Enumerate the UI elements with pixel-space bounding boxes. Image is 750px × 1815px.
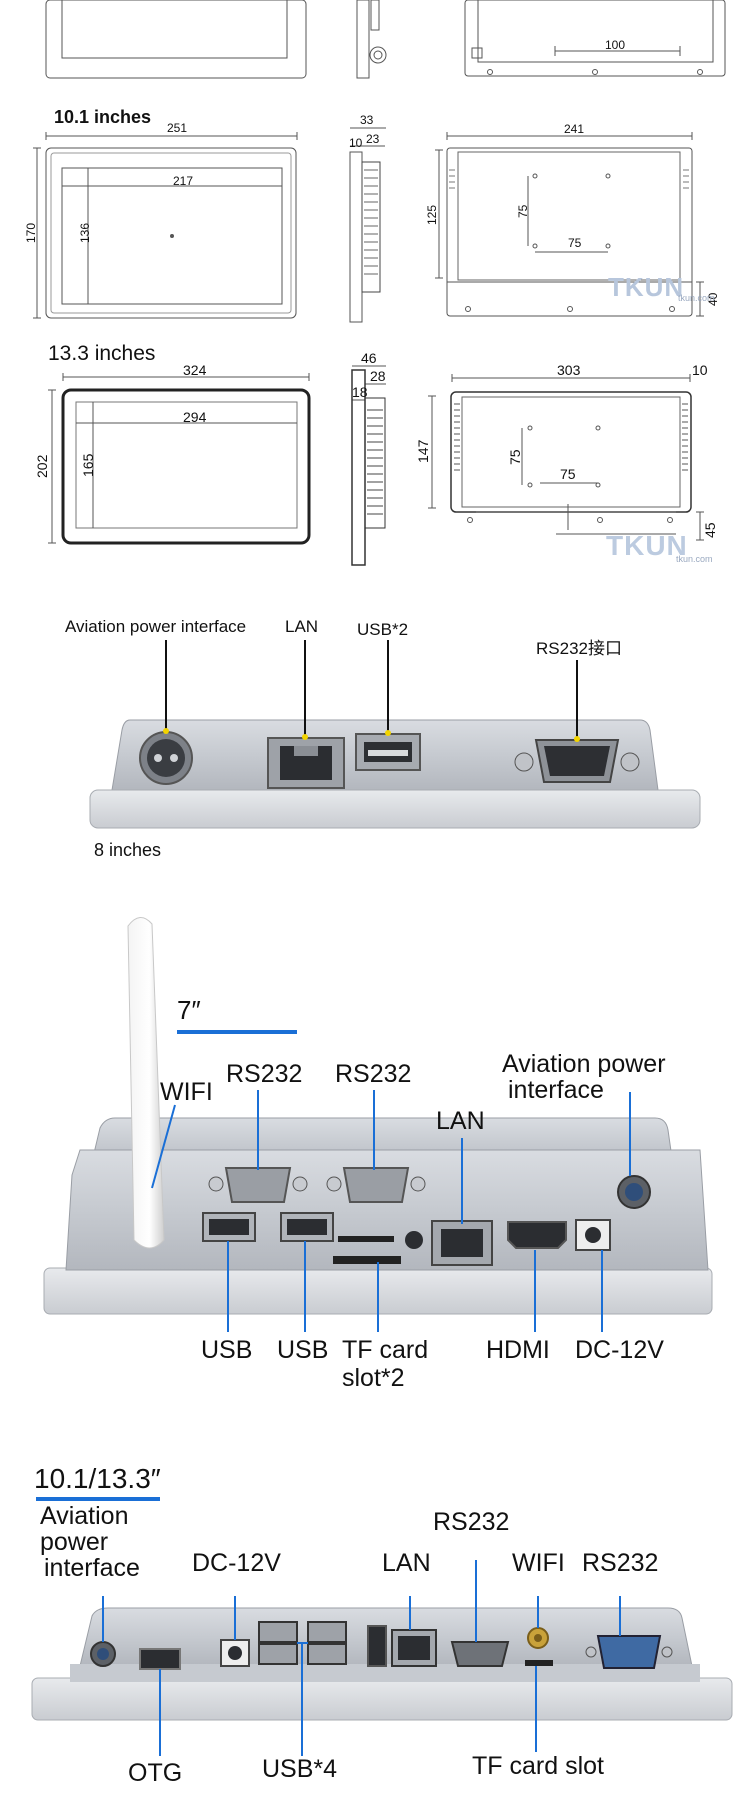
rs232-port-7a: [224, 1167, 292, 1203]
back-outline-10-1: [446, 147, 693, 317]
side-outline-10-1: [349, 151, 363, 323]
top-width-label: 100: [605, 38, 626, 52]
screen-height-10-1: 136: [78, 222, 92, 243]
usb-port-10b: [258, 1643, 298, 1665]
front-height-10-1: 170: [24, 222, 38, 243]
label-10-wifi: WIFI: [512, 1549, 565, 1577]
label-7-rs232a: RS232: [226, 1060, 303, 1088]
back-right-13-3: 10: [692, 362, 708, 378]
title-underline-10-13: [36, 1497, 160, 1501]
label-8-usb: USB*2: [357, 620, 409, 639]
front-outline-10-1: [45, 147, 297, 319]
side-d2-13-3: 18: [352, 384, 368, 400]
hole-vertical-13-3: 75: [507, 449, 523, 465]
photo-7-inch: [43, 917, 713, 1332]
photo-10-13-inch: [31, 1497, 733, 1756]
rs232-port-7b: [342, 1167, 410, 1203]
label-7-lan: LAN: [436, 1107, 485, 1135]
tf-slot-7b: [333, 1256, 401, 1264]
title-10-1: 10.1 inches: [54, 107, 152, 127]
tf-slot-7a: [338, 1236, 394, 1242]
title-10-13: 10.1/13.3″: [34, 1463, 161, 1494]
side-d2-10-1: 23: [366, 132, 380, 146]
top-front-outline: [45, 0, 307, 79]
screen-height-13-3: 165: [80, 453, 96, 477]
top-front-screen: [61, 0, 288, 59]
wifi-antenna-7: [127, 917, 165, 1249]
label-7-wifi: WIFI: [160, 1078, 213, 1106]
watermark-logo-10-1: TKUN: [608, 272, 685, 302]
label-10-lan: LAN: [382, 1549, 431, 1577]
top-side-part: [370, 0, 380, 31]
label-7-dc: DC-12V: [575, 1336, 664, 1364]
side-d1-13-3: 28: [370, 368, 386, 384]
label-10-usb: USB*4: [262, 1755, 338, 1783]
label-7-usb-b: USB: [277, 1336, 329, 1364]
label-7-aviation-2: interface: [508, 1076, 604, 1104]
label-7-tf-2: slot*2: [342, 1364, 405, 1392]
front-height-13-3: 202: [34, 454, 50, 478]
label-10-otg: OTG: [128, 1759, 183, 1787]
label-7-usb-a: USB: [201, 1336, 253, 1364]
front-screen-13-3: [75, 401, 298, 529]
back-bottom-13-3: 45: [702, 522, 718, 538]
label-8-aviation: Aviation power interface: [65, 617, 247, 636]
side-d1-10-1: 10: [349, 136, 363, 150]
back-width-10-1: 241: [564, 122, 585, 136]
hdmi-port-10: [367, 1625, 387, 1667]
usb-port-10a: [258, 1621, 298, 1643]
front-width-13-3: 324: [183, 362, 207, 378]
drawing-10-1: [33, 127, 704, 323]
side-depth-10-1: 33: [360, 113, 374, 127]
watermark-url-13-3: tkun.com: [676, 554, 713, 564]
label-10-rs232b: RS232: [582, 1549, 659, 1577]
photo-8-inch: [89, 640, 701, 829]
front-outline-13-3: [61, 388, 311, 545]
top-side-knob: [369, 46, 387, 64]
front-screen-10-1: [61, 167, 283, 305]
back-width-13-3: 303: [557, 362, 581, 378]
watermark-url-10-1: tkun.com: [678, 293, 715, 303]
caption-8-inch: 8 inches: [94, 840, 162, 860]
label-10-aviation-2: power: [40, 1528, 109, 1556]
label-10-aviation-3: interface: [44, 1554, 140, 1582]
front-width-10-1: 251: [167, 121, 188, 135]
otg-port-10: [139, 1648, 181, 1670]
back-height-13-3: 147: [415, 439, 431, 463]
hole-horizontal-13-3: 75: [560, 466, 576, 482]
label-10-dc: DC-12V: [192, 1549, 281, 1577]
title-underline-7: [177, 1030, 297, 1034]
hdmi-port-7: [507, 1221, 567, 1249]
rs232-port-10b: [596, 1635, 662, 1669]
label-7-tf-1: TF card: [342, 1336, 429, 1364]
screen-width-10-1: 217: [173, 174, 194, 188]
label-7-hdmi: HDMI: [486, 1336, 550, 1364]
label-7-aviation-1: Aviation power: [502, 1050, 666, 1078]
watermark-logo-13-3: TKUN: [606, 530, 688, 561]
back-outline-13-3: [450, 391, 692, 513]
hole-vertical-10-1: 75: [516, 204, 530, 218]
screen-width-13-3: 294: [183, 409, 207, 425]
tf-slot-10: [525, 1660, 553, 1666]
hole-horizontal-10-1: 75: [568, 236, 582, 250]
dc-port-10: [220, 1639, 250, 1667]
title-13-3: 13.3 inches: [48, 342, 156, 365]
label-10-tf: TF card slot: [472, 1752, 604, 1780]
back-height-10-1: 125: [425, 204, 439, 225]
label-8-rs232: RS232接口: [536, 639, 622, 658]
label-10-rs232a: RS232: [433, 1508, 510, 1536]
title-7: 7″: [177, 995, 201, 1025]
top-partial-drawings: [45, 0, 726, 79]
usb-port-10c: [307, 1621, 347, 1643]
label-10-aviation-1: Aviation: [40, 1502, 129, 1530]
rs232-port-10a: [450, 1641, 510, 1667]
drawing-13-3: [48, 365, 704, 566]
top-side-outline: [356, 0, 370, 79]
label-7-rs232b: RS232: [335, 1060, 412, 1088]
usb-port-10d: [307, 1643, 347, 1665]
label-8-lan: LAN: [285, 617, 319, 636]
top-back-outline: [464, 0, 726, 77]
side-depth-13-3: 46: [361, 350, 377, 366]
